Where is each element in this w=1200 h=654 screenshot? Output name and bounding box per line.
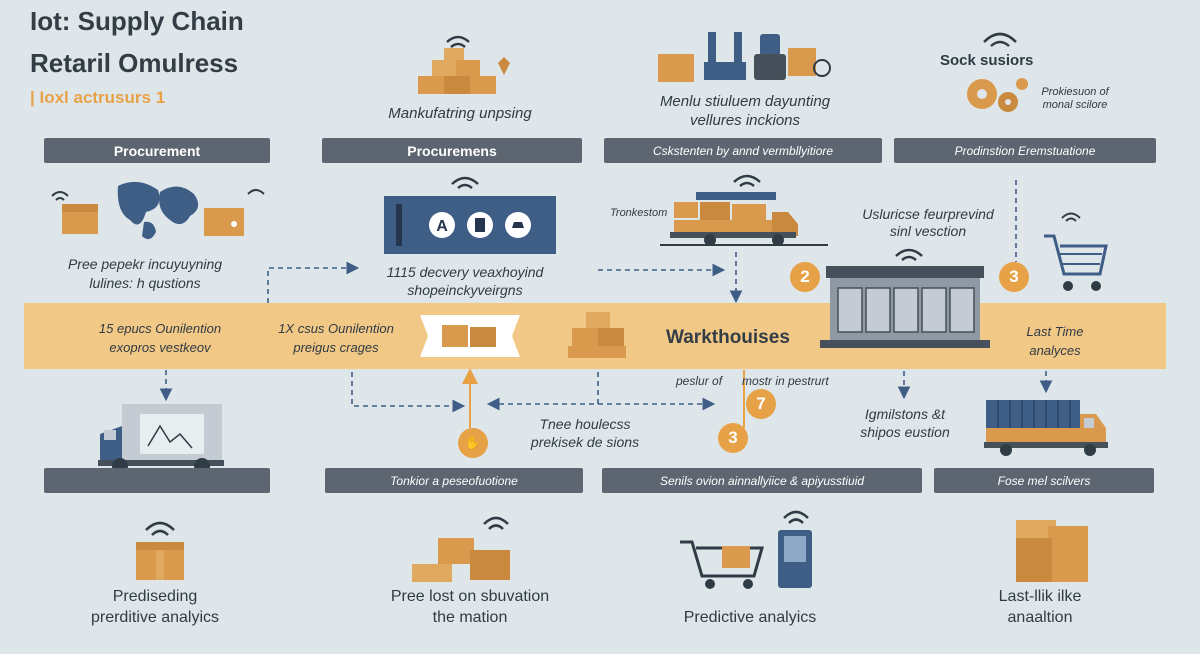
truck-caption: Tronkestom xyxy=(610,207,668,219)
manufacturing-caption: Mankufatring unpsing xyxy=(388,105,532,122)
hand-badge-icon: ✋ xyxy=(458,428,488,458)
bottom-label-2-line1: Pree lost on sbuvation xyxy=(390,588,550,605)
step-badge: 7 xyxy=(746,389,776,419)
peslur-caption: peslur of xyxy=(676,374,723,388)
bottom-label-1-line1: Prediseding xyxy=(112,588,198,605)
center-caption-line1: Tnee houlecss xyxy=(539,416,631,432)
band-mid-line1: 1X csus Ounilention xyxy=(278,321,394,336)
cargo-truck-icon xyxy=(984,400,1108,456)
manufacturing-boxes-icon xyxy=(418,35,510,94)
bottom-label-3-line1: Predictive analyics xyxy=(683,609,817,626)
stage-bar-tonkior: Tonkior a peseofuotione xyxy=(325,468,583,493)
step-badge: 3 xyxy=(999,262,1029,292)
right-caption-line1: Usluricse feurprevind xyxy=(862,206,994,222)
stage-bar-senils: Senils ovion ainnallyiice & apiyusstiuid xyxy=(602,468,922,493)
warehouse-building-icon xyxy=(820,266,990,348)
boxes-stack-icon xyxy=(568,312,626,358)
wifi-icon xyxy=(983,32,1017,47)
bottom-label-4-line1: Last-llik ilke xyxy=(998,588,1082,605)
stacked-boxes-icon xyxy=(1016,520,1088,582)
center-caption-line2: prekisek de sions xyxy=(530,434,640,450)
sock-caption: Sock susiors xyxy=(940,52,1034,69)
boxes-ribbon-icon xyxy=(420,315,520,357)
step-badge: 3 xyxy=(718,423,748,453)
stage-bar-procurement: Procurement xyxy=(44,138,270,163)
control-panel-icon: A xyxy=(384,196,556,254)
wifi-icon xyxy=(895,248,923,261)
stage-bar-prodinstion: Prodinstion Eremstuatione xyxy=(894,138,1156,163)
band-mid-line2: preigus crages xyxy=(293,340,379,355)
warehouses-label: Warkthouises xyxy=(666,327,790,348)
left-caption-line1: Pree pepekr incuyuyning xyxy=(67,256,223,272)
right-caption-line2: sinl vesction xyxy=(889,223,967,239)
delivery-van-icon xyxy=(98,404,224,474)
page-title-line2: Retaril Omulress xyxy=(30,48,239,78)
bottom-label-4-line2: anaaltion xyxy=(1007,609,1073,626)
delivery-caption-line2: shopeinckyveirgns xyxy=(407,282,523,298)
svg-text:A: A xyxy=(436,218,448,235)
band-left-line1: 15 epucs Ounilention xyxy=(98,321,222,336)
wifi-icon xyxy=(1061,212,1081,222)
forklift-equipment-icon xyxy=(658,32,831,82)
sock-sub-line1: Prokiesuon of xyxy=(1041,86,1109,98)
step-badge: 2 xyxy=(790,262,820,292)
box-pile-icon xyxy=(412,516,510,582)
delivery-truck-icon xyxy=(660,192,828,246)
ign-caption-line2: shipos eustion xyxy=(860,424,950,440)
connected-box-icon xyxy=(136,521,184,580)
wifi-icon xyxy=(733,174,761,187)
wifi-icon xyxy=(451,176,479,189)
stage-bar-empty xyxy=(44,468,270,493)
band-left-line2: exopros vestkeov xyxy=(109,340,211,355)
band-right-line2: analyces xyxy=(1029,343,1081,358)
stage-bar-procuremens: Procuremens xyxy=(322,138,582,163)
stage-bar-csksten: Cskstenten by annd vermbllyitiore xyxy=(604,138,882,163)
mostr-caption: mostr in pestrurt xyxy=(742,374,829,388)
page-title: Iot: Supply Chain xyxy=(30,6,244,36)
stage-bar-fose: Fose mel scilvers xyxy=(934,468,1154,493)
bottom-label-2-line2: the mation xyxy=(432,609,508,626)
band-right-line1: Last Time xyxy=(1026,324,1084,339)
bottom-label-1-line2: prerditive analyics xyxy=(90,609,220,626)
menu-caption-line2: vellures inckions xyxy=(689,112,801,129)
page-subtitle: | Ioxl actrusurs 1 xyxy=(30,88,166,107)
sock-sub-line2: monal scilore xyxy=(1042,99,1108,111)
left-caption-line2: lulines: h qustions xyxy=(89,275,201,291)
ign-caption-line1: Igmilstons &t xyxy=(864,406,946,422)
shopping-cart-icon xyxy=(1044,234,1108,291)
delivery-caption-line1: 1115 decvery veaxhoyind xyxy=(386,264,544,280)
menu-caption-line1: Menlu stiuluem dayunting xyxy=(659,93,831,110)
world-map-icon xyxy=(51,181,265,240)
cart-and-kiosk-icon xyxy=(680,510,812,589)
gears-icon xyxy=(967,78,1028,112)
